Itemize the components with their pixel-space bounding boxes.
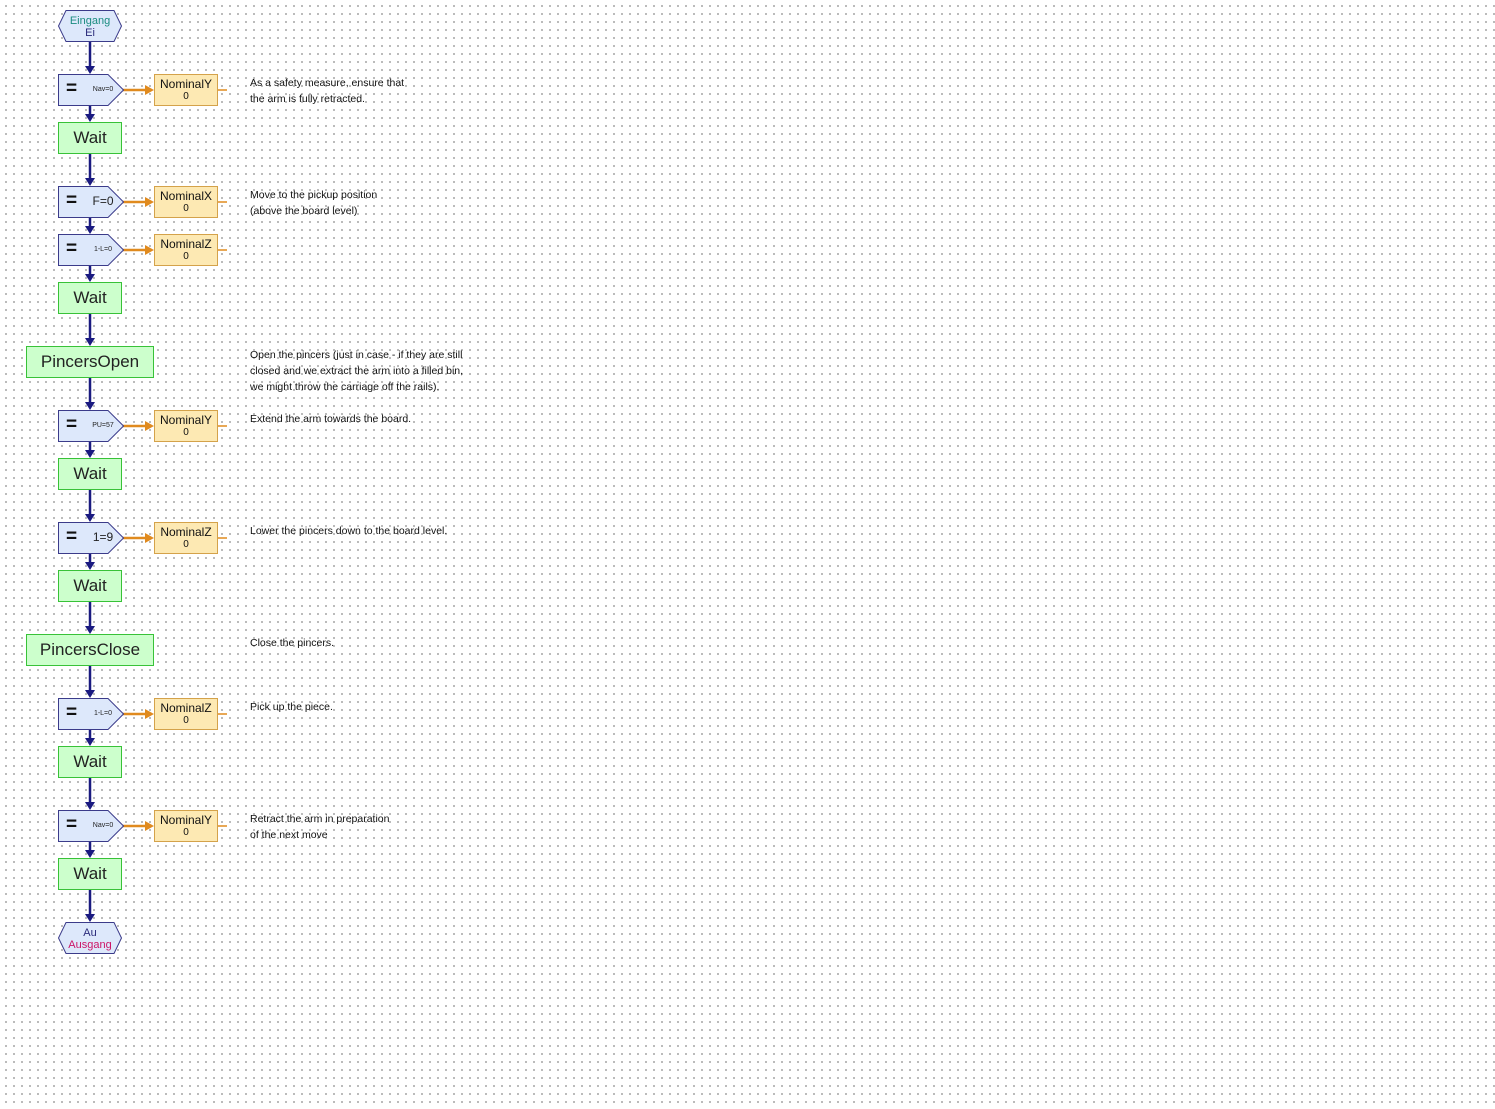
comment-line: Lower the pincers down to the board leve… [250, 525, 448, 537]
equals-icon: = [66, 526, 78, 547]
comment-line: Retract the arm in preparation [250, 813, 390, 825]
action-block[interactable]: PincersClose [26, 634, 154, 666]
assign-block[interactable]: = Nav=0 [58, 74, 124, 106]
assign-expression: PU=57 [92, 422, 114, 429]
assign-expression: Nav=0 [92, 86, 114, 93]
assign-expression: 1-L=0 [93, 246, 113, 253]
comment-line: we might throw the carriage off the rail… [250, 381, 440, 393]
equals-icon: = [66, 78, 78, 99]
comment-line: Extend the arm towards the board. [250, 413, 412, 425]
assign-block[interactable]: = F=0 [58, 186, 124, 218]
comment-line: the arm is fully retracted. [250, 93, 365, 105]
wait-block[interactable]: Wait [58, 570, 122, 602]
end-block-top-text: Au [83, 927, 97, 939]
end-block-bottom-text: Ausgang [68, 939, 112, 951]
comment-line: Pick up the piece. [250, 701, 333, 713]
assign-expression: 1=9 [92, 530, 114, 544]
variable-value: 0 [183, 539, 189, 550]
variable-value: 0 [183, 715, 189, 726]
assign-block[interactable]: = 1=9 [58, 522, 124, 554]
wait-block[interactable]: Wait [58, 282, 122, 314]
comment-line: closed and we extract the arm into a fil… [250, 365, 464, 377]
comment-text: Lower the pincers down to the board leve… [250, 523, 447, 539]
assign-block[interactable]: = Nav=0 [58, 810, 124, 842]
comment-line: (above the board level) [250, 205, 358, 217]
assign-block[interactable]: = 1-L=0 [58, 698, 124, 730]
variable-value: 0 [183, 203, 189, 214]
assign-block[interactable]: = PU=57 [58, 410, 124, 442]
assign-expression: 1-L=0 [93, 710, 113, 717]
equals-icon: = [66, 414, 78, 435]
variable-name: NominalX [159, 189, 213, 203]
variable-name: NominalZ [160, 701, 212, 715]
comment-text: Extend the arm towards the board. [250, 411, 411, 427]
comment-line: Open the pincers (just in case - if they… [250, 349, 463, 361]
comment-line: Move to the pickup position [250, 189, 378, 201]
equals-icon: = [66, 190, 78, 211]
assign-block[interactable]: = 1-L=0 [58, 234, 124, 266]
variable-value: 0 [183, 91, 189, 102]
comment-text: Close the pincers. [250, 635, 334, 651]
start-block-top-text: Eingang [69, 15, 111, 27]
equals-icon: = [66, 814, 78, 835]
wait-block[interactable]: Wait [58, 458, 122, 490]
variable-name: NominalY [159, 813, 213, 827]
variable-value: 0 [183, 251, 189, 262]
comment-text: As a safety measure, ensure that the arm … [250, 75, 404, 107]
comment-text: Retract the arm in preparation of the nex… [250, 811, 389, 843]
comment-text: Pick up the piece. [250, 699, 333, 715]
comment-line: As a safety measure, ensure that [250, 77, 405, 89]
variable-value: 0 [183, 427, 189, 438]
variable-name: NominalZ [160, 237, 212, 251]
variable-name: NominalY [159, 77, 213, 91]
comment-line: Close the pincers. [250, 637, 335, 649]
comment-line: of the next move [250, 829, 328, 841]
comment-text: Open the pincers (just in case - if they… [250, 347, 463, 395]
wait-block[interactable]: Wait [58, 746, 122, 778]
wait-block[interactable]: Wait [58, 122, 122, 154]
variable-value: 0 [183, 827, 189, 838]
variable-name: NominalY [159, 413, 213, 427]
equals-icon: = [66, 702, 78, 723]
wait-block[interactable]: Wait [58, 858, 122, 890]
start-block-bottom-text: Ei [85, 27, 95, 39]
comment-text: Move to the pickup position (above the bo… [250, 187, 377, 219]
variable-name: NominalZ [160, 525, 212, 539]
assign-expression: Nav=0 [92, 822, 114, 829]
equals-icon: = [66, 238, 78, 259]
assign-expression: F=0 [92, 194, 114, 208]
action-block[interactable]: PincersOpen [26, 346, 154, 378]
